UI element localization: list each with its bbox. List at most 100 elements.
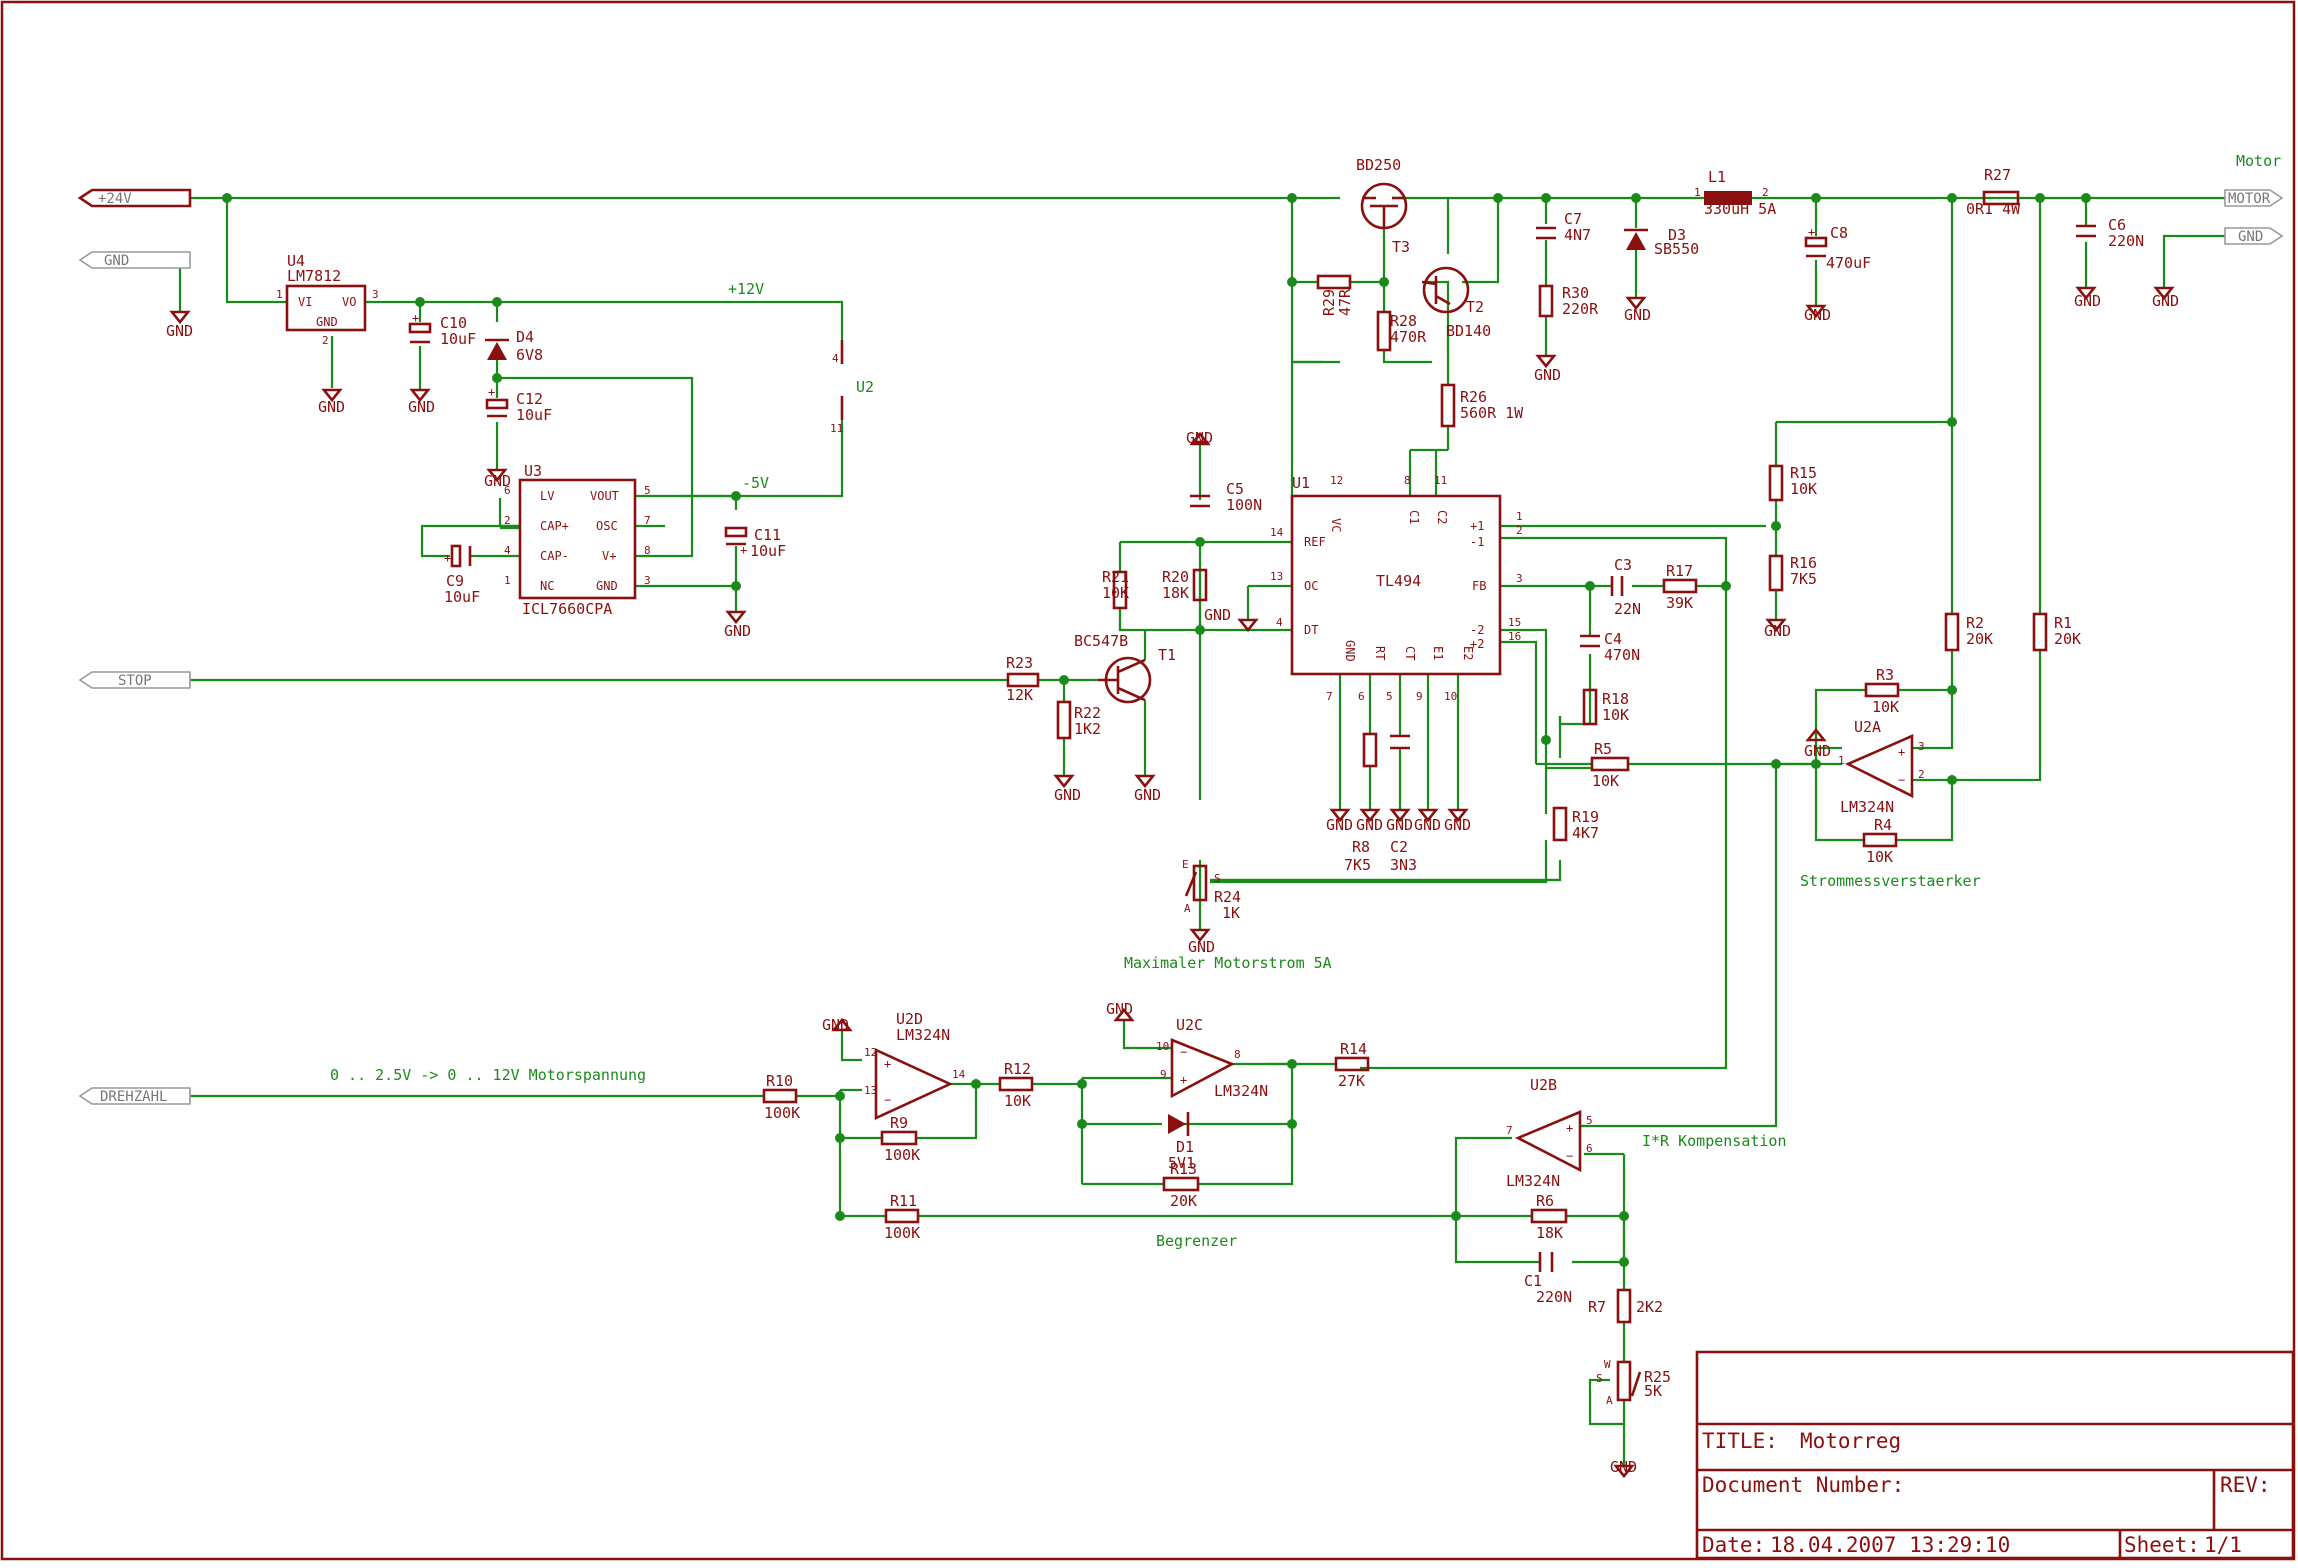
port-24v: +24V bbox=[77, 188, 192, 208]
svg-text:GND: GND bbox=[1414, 816, 1441, 834]
svg-text:GND: GND bbox=[2074, 292, 2101, 310]
u1-pin-oc: OC bbox=[1304, 579, 1318, 593]
svg-text:2: 2 bbox=[504, 514, 511, 527]
svg-text:R8: R8 bbox=[1352, 838, 1370, 856]
svg-text:GND: GND bbox=[1534, 366, 1561, 384]
svg-text:8: 8 bbox=[1404, 474, 1411, 487]
svg-text:GND: GND bbox=[724, 622, 751, 640]
svg-text:100K: 100K bbox=[884, 1224, 920, 1242]
svg-text:4K7: 4K7 bbox=[1572, 824, 1599, 842]
u1-pin-e1: E1 bbox=[1431, 646, 1445, 660]
svg-text:S: S bbox=[1214, 872, 1221, 885]
svg-text:3N3: 3N3 bbox=[1390, 856, 1417, 874]
svg-text:C5: C5 bbox=[1226, 480, 1244, 498]
gnd-symbol: GND bbox=[2152, 286, 2179, 310]
svg-text:6: 6 bbox=[1358, 690, 1365, 703]
ic-u2-power: U2 4 11 bbox=[830, 340, 874, 435]
svg-text:13: 13 bbox=[864, 1084, 877, 1097]
u4-pin-vi: VI bbox=[298, 295, 312, 309]
gnd-symbol: GND bbox=[1386, 808, 1413, 834]
u1-pin-p2: +2 bbox=[1470, 637, 1484, 651]
gnd-symbol: GND bbox=[1186, 429, 1213, 447]
svg-text:10K: 10K bbox=[1602, 706, 1629, 724]
svg-text:+: + bbox=[444, 551, 451, 565]
u1-name: TL494 bbox=[1376, 572, 1421, 590]
svg-text:14: 14 bbox=[952, 1068, 966, 1081]
u2b-ref: U2B bbox=[1530, 1076, 1557, 1094]
svg-text:R7: R7 bbox=[1588, 1298, 1606, 1316]
svg-text:10uF: 10uF bbox=[440, 330, 476, 348]
port-gnd1: GND bbox=[78, 251, 191, 269]
svg-text:5: 5 bbox=[644, 484, 651, 497]
svg-text:27K: 27K bbox=[1338, 1072, 1365, 1090]
net-labels: +12V -5V Motor Maximaler Motorstrom 5A S… bbox=[330, 152, 2281, 1250]
svg-text:GND: GND bbox=[408, 398, 435, 416]
svg-text:5K: 5K bbox=[1644, 1382, 1662, 1400]
transistor-t1: BC547B T1 bbox=[1074, 632, 1176, 704]
svg-text:GND: GND bbox=[1804, 742, 1831, 760]
svg-text:−: − bbox=[1180, 1045, 1187, 1059]
svg-text:7K5: 7K5 bbox=[1344, 856, 1371, 874]
svg-text:R29: R29 bbox=[1320, 289, 1338, 316]
note-ixr: I*R Kompensation bbox=[1642, 1132, 1787, 1150]
svg-text:9: 9 bbox=[1416, 690, 1423, 703]
svg-text:C4: C4 bbox=[1604, 630, 1622, 648]
svg-text:GND: GND bbox=[1204, 606, 1231, 624]
port-gnd1-label: GND bbox=[104, 253, 129, 269]
u1-pin-p1: +1 bbox=[1470, 519, 1484, 533]
u4-name: LM7812 bbox=[287, 267, 341, 285]
svg-text:3: 3 bbox=[372, 288, 379, 301]
u2a-name: LM324N bbox=[1840, 798, 1894, 816]
svg-text:D4: D4 bbox=[516, 328, 534, 346]
svg-text:C2: C2 bbox=[1390, 838, 1408, 856]
svg-text:2: 2 bbox=[1762, 186, 1769, 199]
svg-text:C9: C9 bbox=[446, 572, 464, 590]
gnd-symbol: GND bbox=[166, 310, 193, 340]
svg-text:10uF: 10uF bbox=[444, 588, 480, 606]
svg-text:GND: GND bbox=[1624, 306, 1651, 324]
svg-text:8: 8 bbox=[1234, 1048, 1241, 1061]
svg-text:A: A bbox=[1606, 1394, 1613, 1407]
svg-text:12K: 12K bbox=[1006, 686, 1033, 704]
u3-pin-capm: CAP- bbox=[540, 549, 569, 563]
u1-pin-ref: REF bbox=[1304, 535, 1326, 549]
gnd-symbol: GND bbox=[1053, 774, 1081, 804]
svg-text:C12: C12 bbox=[516, 390, 543, 408]
note-spannung: 0 .. 2.5V -> 0 .. 12V Motorspannung bbox=[330, 1066, 646, 1084]
port-24v-label: +24V bbox=[98, 191, 132, 207]
svg-text:10K: 10K bbox=[1872, 698, 1899, 716]
svg-text:R9: R9 bbox=[890, 1114, 908, 1132]
svg-text:GND: GND bbox=[1134, 786, 1161, 804]
u1-pin-ct: CT bbox=[1403, 646, 1417, 660]
svg-text:R17: R17 bbox=[1666, 562, 1693, 580]
gnd-symbol: GND bbox=[1414, 808, 1441, 834]
t3-name: BD250 bbox=[1356, 156, 1401, 174]
svg-text:R10: R10 bbox=[766, 1072, 793, 1090]
document-number-label: Document Number: bbox=[1702, 1473, 1904, 1497]
svg-text:3: 3 bbox=[644, 574, 651, 587]
gnd-symbol: GND bbox=[822, 1016, 853, 1034]
svg-text:15: 15 bbox=[1508, 616, 1521, 629]
svg-text:0R1 4W: 0R1 4W bbox=[1966, 200, 2021, 218]
svg-text:GND: GND bbox=[1610, 1458, 1637, 1476]
svg-text:R20: R20 bbox=[1162, 568, 1189, 586]
svg-text:10: 10 bbox=[1156, 1040, 1169, 1053]
svg-text:470uF: 470uF bbox=[1826, 254, 1871, 272]
svg-text:R28: R28 bbox=[1390, 312, 1417, 330]
